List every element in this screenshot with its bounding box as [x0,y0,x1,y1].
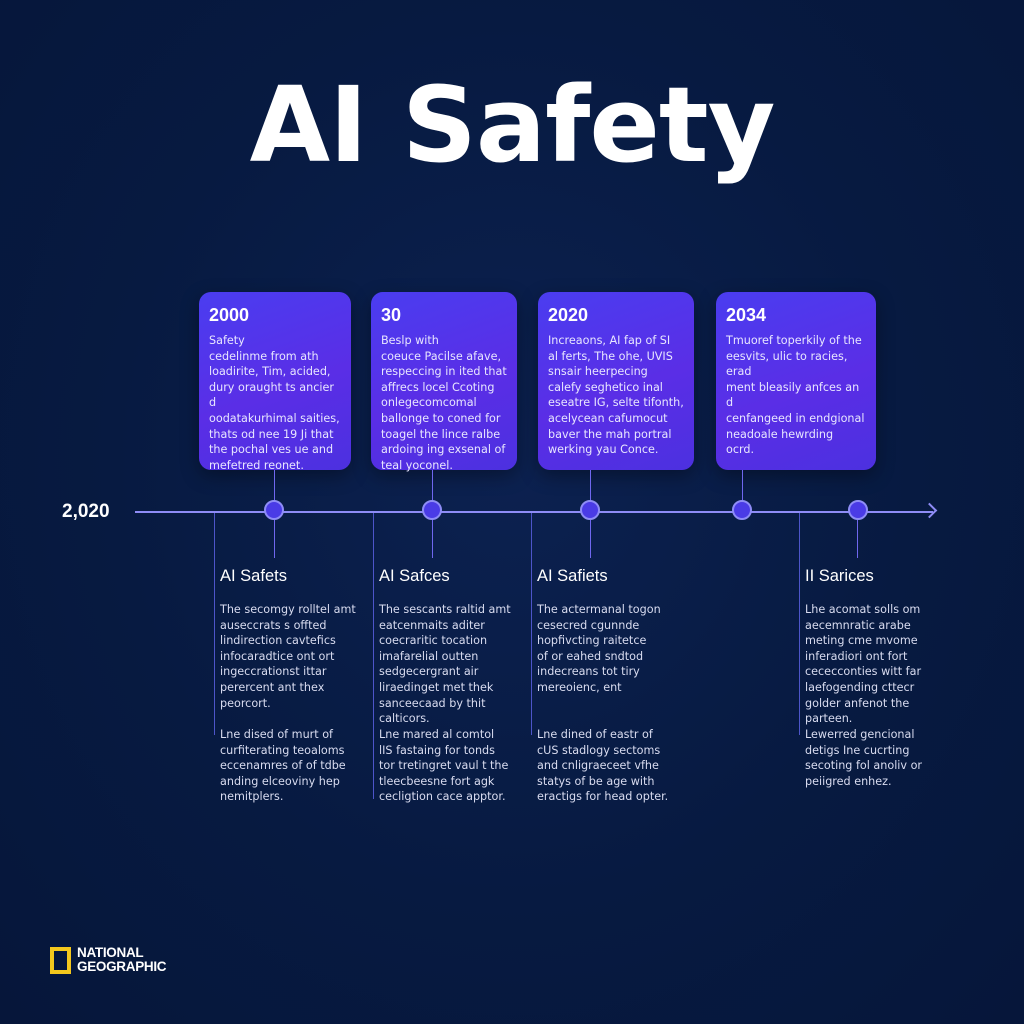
section-note: Lne dined of eastr of cUS stadlogy secto… [537,728,669,804]
card-description: Safety cedelinme from ath loadirite, Tim… [209,334,340,472]
event-card-2: 30 Beslp with coeuce Pacilse afave, resp… [371,292,517,472]
section-description: The actermanal togon cesecred cgunnde ho… [537,603,661,694]
section-note: Lne mared al comtol lIS fastaing for ton… [379,728,509,804]
logo-line-1: NATIONAL [77,945,144,960]
timeline-divider [799,513,800,735]
arrow-right-icon [921,502,938,519]
national-geographic-logo: NATIONAL GEOGRAPHIC [50,945,167,974]
node-tick [590,520,591,558]
card-connector [742,470,743,502]
page-title: AI Safety [249,64,776,186]
timeline-axis [135,511,933,513]
section-description: The sescants raltid amt eatcenmaits adit… [379,603,511,726]
card-year: 2000 [209,305,250,325]
section-title: II Sarices [805,567,874,585]
node-tick [432,520,433,558]
timeline-start-label: 2,020 [62,501,110,522]
timeline-node [848,500,868,520]
card-year: 2034 [726,305,767,325]
timeline-divider [214,513,215,735]
card-year: 30 [381,305,402,325]
card-year: 2020 [548,305,589,325]
section-description: The secomgy rolltel amt auseccrats s off… [220,603,356,710]
section-note: Lne dised of murt of curfiterating teoal… [220,728,346,804]
node-tick [857,520,858,558]
card-description: Beslp with coeuce Pacilse afave, respecc… [381,334,507,472]
node-tick [274,520,275,558]
card-description: Tmuoref toperkily of the eesvits, ulic t… [726,334,865,457]
section-title: AI Safets [220,567,287,585]
section-title: AI Safces [379,567,450,585]
card-connector [590,470,591,502]
card-description: Increaons, AI fap of SI al ferts, The oh… [548,334,684,457]
timeline-node [264,500,284,520]
timeline-divider [373,513,374,799]
card-connector [432,470,433,502]
timeline-node [422,500,442,520]
section-title: AI Safiets [537,567,608,585]
timeline-node [732,500,752,520]
section-note: Lewerred gencional detigs Ine cucrting s… [805,728,923,788]
card-connector [274,470,275,502]
timeline-node [580,500,600,520]
logo-line-2: GEOGRAPHIC [77,959,167,974]
event-card-3: 2020 Increaons, AI fap of SI al ferts, T… [538,292,694,470]
timeline-divider [531,513,532,735]
section-description: Lhe acomat solls om aecemnratic arabe me… [805,603,922,726]
yellow-border-icon [50,946,71,974]
event-card-4: 2034 Tmuoref toperkily of the eesvits, u… [716,292,876,470]
event-card-1: 2000 Safety cedelinme from ath loadirite… [199,292,351,472]
